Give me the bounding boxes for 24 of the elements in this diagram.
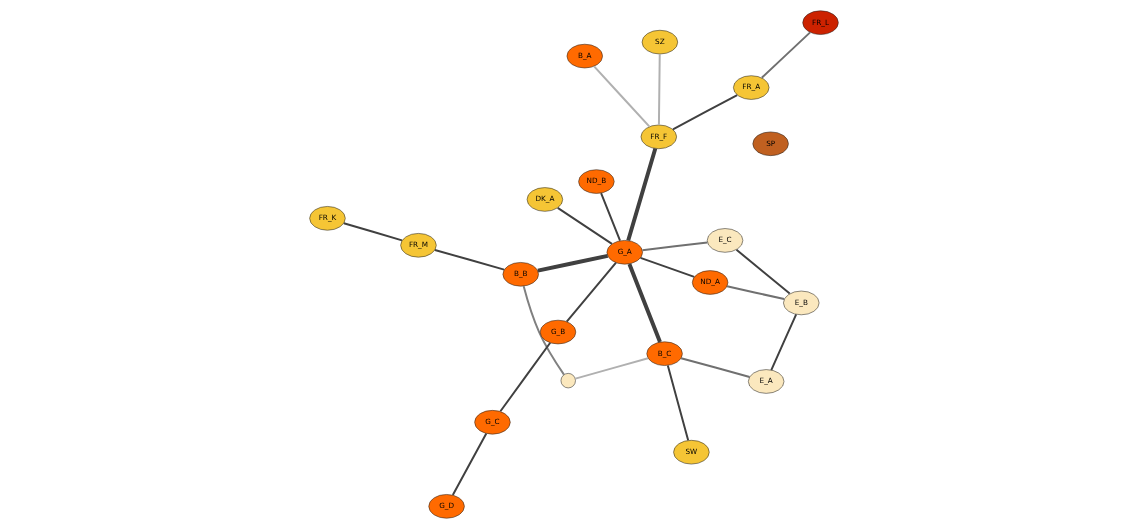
connector <box>735 248 791 295</box>
connector <box>451 432 487 496</box>
connector <box>639 256 695 278</box>
connector <box>536 253 608 273</box>
connector <box>592 65 650 128</box>
connector <box>522 285 565 376</box>
connector <box>760 31 811 79</box>
connector <box>769 313 797 372</box>
connector <box>556 206 613 245</box>
connector <box>433 248 505 271</box>
connector <box>574 357 649 380</box>
node-circle <box>560 373 576 389</box>
connector <box>725 285 785 301</box>
connector <box>498 341 551 413</box>
connector <box>565 261 617 323</box>
connector <box>640 241 708 252</box>
connector <box>627 263 662 343</box>
connector <box>599 192 621 242</box>
connector <box>625 147 657 242</box>
connector <box>671 94 738 131</box>
connector <box>342 222 403 242</box>
connector <box>679 357 751 378</box>
connector <box>666 364 689 442</box>
connector <box>657 53 661 126</box>
